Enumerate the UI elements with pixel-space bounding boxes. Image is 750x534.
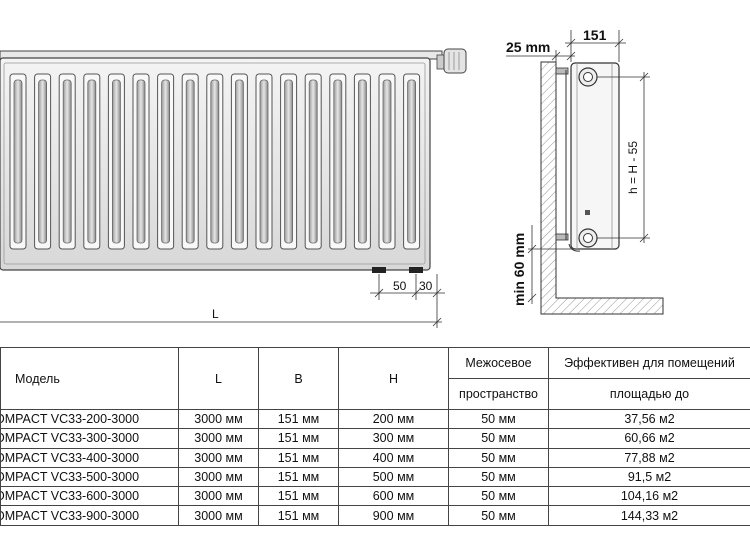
dimension-length (0, 300, 442, 328)
table-header-row: Модель L B H Межосевое Эффективен для по… (0, 347, 750, 410)
convector-slot (83, 73, 101, 250)
radiator-side-view: 151 25 mm h = H - 55 min 60 mm (506, 27, 664, 315)
convector-slot (329, 73, 347, 250)
cell-H: 500 мм (338, 466, 449, 488)
convector-slot (255, 73, 273, 250)
radiator-side-profile (570, 62, 620, 250)
dimension-h (597, 72, 650, 243)
header-model: Модель (0, 347, 179, 410)
spec-table: Модель L B H Межосевое Эффективен для по… (0, 347, 750, 526)
cell-L: 3000 мм (178, 408, 259, 430)
dimension-floor-gap (527, 225, 572, 304)
radiator-front-view: 50 30 L (0, 48, 467, 328)
dimension-depth (565, 30, 626, 62)
cell-L: 3000 мм (178, 428, 259, 449)
top-pipe-icon (578, 67, 598, 87)
bottom-pipe-icon (578, 228, 598, 248)
header-length: L (178, 347, 259, 410)
bottom-connection-right (409, 267, 423, 273)
cell-L: 3000 мм (178, 466, 259, 488)
convector-slot (230, 73, 248, 250)
cell-H: 900 мм (338, 505, 449, 526)
cell-B: 151 мм (258, 408, 339, 430)
cell-L: 3000 мм (178, 505, 259, 526)
header-area-line2: площадью до (548, 378, 750, 410)
cell-B: 151 мм (258, 447, 339, 468)
dim-floor-gap-label: min 60 mm (511, 233, 527, 306)
header-height: H (338, 347, 449, 410)
convector-slot (206, 73, 224, 250)
dim-depth-label: 151 (583, 27, 607, 43)
convector-slot (9, 73, 27, 250)
dim-50-label: 50 (393, 279, 407, 293)
cell-area: 91,5 м2 (548, 466, 750, 488)
table-header-row-2: пространство площадью до (1, 378, 750, 410)
convector-slot (157, 73, 175, 250)
cell-B: 151 мм (258, 505, 339, 526)
cell-L: 3000 мм (178, 486, 259, 507)
convector-slot (34, 73, 52, 250)
convector-slot (353, 73, 371, 250)
thermostatic-valve-icon (436, 48, 467, 74)
cell-spacing: 50 мм (448, 408, 549, 430)
cell-area: 37,56 м2 (548, 408, 750, 430)
cell-model: OMPACT VC33-200-3000 (0, 408, 179, 430)
cell-model: OMPACT VC33-900-3000 (0, 505, 179, 526)
header-spacing-line2: пространство (448, 378, 549, 410)
dim-length-label: L (212, 307, 219, 321)
dim-30-label: 30 (419, 279, 433, 293)
cell-model: OMPACT VC33-400-3000 (0, 447, 179, 468)
cell-spacing: 50 мм (448, 428, 549, 449)
cell-model: OMPACT VC33-300-3000 (0, 428, 179, 449)
convector-slot (304, 73, 322, 250)
cell-area: 144,33 м2 (548, 505, 750, 526)
cell-spacing: 50 мм (448, 466, 549, 488)
cell-B: 151 мм (258, 486, 339, 507)
convector-slot (280, 73, 298, 250)
cell-H: 200 мм (338, 408, 449, 430)
dimension-connections (370, 274, 445, 300)
dim-wall-gap-label: 25 mm (506, 39, 550, 55)
header-spacing-line1: Межосевое (448, 347, 549, 379)
convector-slots (9, 73, 421, 250)
convector-slot (107, 73, 125, 250)
bottom-connection-left (372, 267, 386, 273)
technical-drawing: 50 30 L (0, 27, 664, 328)
cell-H: 400 мм (338, 447, 449, 468)
header-area-line1: Эффективен для помещений (548, 347, 750, 379)
cell-spacing: 50 мм (448, 447, 549, 468)
convector-slot (378, 73, 396, 250)
cell-B: 151 мм (258, 466, 339, 488)
header-depth: B (258, 347, 339, 410)
cell-spacing: 50 мм (448, 505, 549, 526)
cell-spacing: 50 мм (448, 486, 549, 507)
dimension-wall-gap (506, 50, 576, 62)
cell-model: OMPACT VC33-600-3000 (0, 486, 179, 507)
cell-L: 3000 мм (178, 447, 259, 468)
convector-slot (403, 73, 421, 250)
convector-slot (181, 73, 199, 250)
convector-slot (132, 73, 150, 250)
cell-model: OMPACT VC33-500-3000 (0, 466, 179, 488)
convector-slot (58, 73, 76, 250)
cell-area: 77,88 м2 (548, 447, 750, 468)
cell-B: 151 мм (258, 428, 339, 449)
cell-area: 60,66 м2 (548, 428, 750, 449)
cell-H: 300 мм (338, 428, 449, 449)
cell-area: 104,16 м2 (548, 486, 750, 507)
cell-H: 600 мм (338, 486, 449, 507)
dim-h-label: h = H - 55 (626, 141, 640, 194)
